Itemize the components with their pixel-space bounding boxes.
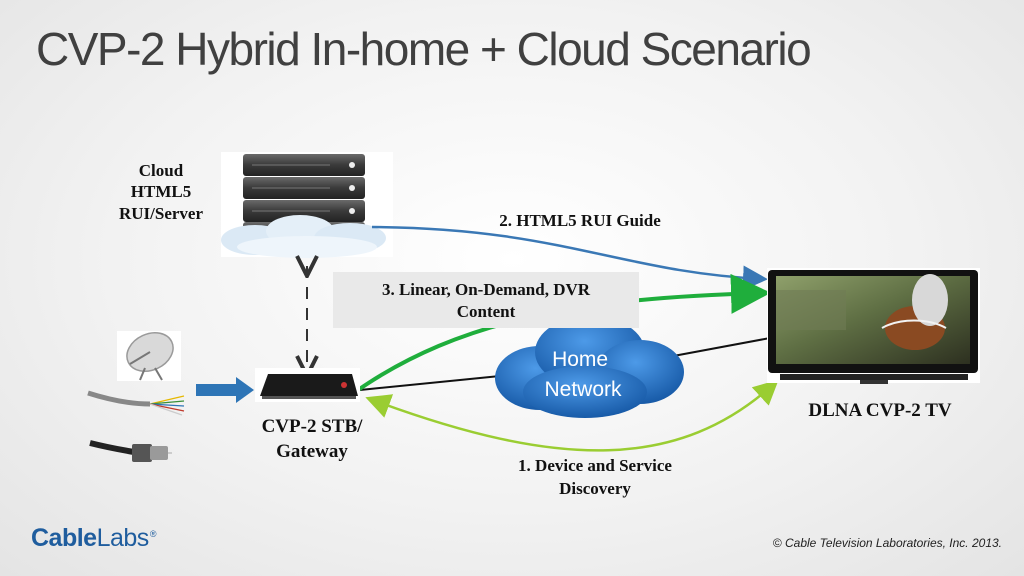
content-label-line-1: 3. Linear, On-Demand, DVR xyxy=(381,280,591,299)
cloud-server-label: Cloud HTML5 RUI/Server xyxy=(104,160,218,224)
cablelabs-logo: CableLabs® xyxy=(31,524,156,553)
discovery-label-line-2: Discovery xyxy=(559,478,631,498)
stb-label: CVP-2 STB/ Gateway xyxy=(232,415,392,464)
tv-label: DLNA CVP-2 TV xyxy=(808,400,952,421)
discovery-label: 1. Device and Service Discovery xyxy=(490,455,700,501)
slide-title: CVP-2 Hybrid In-home + Cloud Scenario xyxy=(36,23,812,75)
home-network-cloud: Home Network xyxy=(495,316,684,418)
stb-label-line-2: Gateway xyxy=(276,440,348,462)
cloud-icon xyxy=(221,215,386,258)
content-label: 3. Linear, On-Demand, DVR Content xyxy=(340,279,632,323)
logo-bold-text: Cable xyxy=(31,524,97,552)
cloud-label-line-3: RUI/Server xyxy=(118,203,204,223)
cloud-label-line-1: Cloud xyxy=(138,161,184,180)
discovery-label-line-1: 1. Device and Service xyxy=(518,456,672,475)
fiber-optic-cable-icon xyxy=(87,390,185,416)
home-network-label-1: Home xyxy=(552,348,608,371)
content-label-line-2: Content xyxy=(456,302,516,322)
input-arrow xyxy=(196,377,254,403)
home-network-label-2: Network xyxy=(544,378,622,401)
logo-registered-mark: ® xyxy=(149,528,157,539)
guide-label: 2. HTML5 RUI Guide xyxy=(499,211,661,230)
stb-network-wire xyxy=(359,375,501,391)
guide-arrow xyxy=(371,225,768,291)
coax-connector-icon xyxy=(89,440,172,462)
network-tv-wire xyxy=(667,337,771,358)
copyright-notice: © Cable Television Laboratories, Inc. 20… xyxy=(772,536,1002,550)
television-icon xyxy=(767,268,980,384)
logo-light-text: Labs xyxy=(96,524,150,552)
set-top-box-icon xyxy=(255,368,360,402)
stb-label-line-1: CVP-2 STB/ xyxy=(261,416,363,437)
discovery-arrow xyxy=(365,379,779,452)
content-label-box xyxy=(333,272,639,328)
cloud-label-line-2: HTML5 xyxy=(130,182,192,202)
satellite-dish-icon xyxy=(117,331,181,381)
